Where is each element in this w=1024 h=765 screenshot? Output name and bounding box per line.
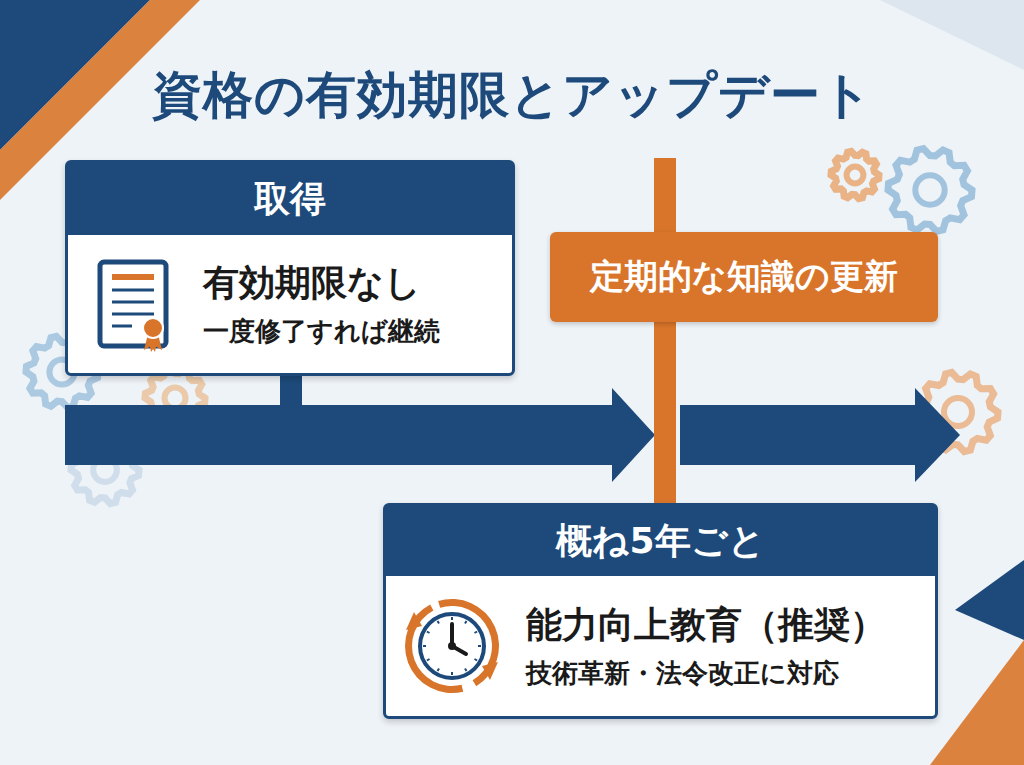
card-sub-text: 一度修了すれば継続 (203, 314, 500, 349)
corner-shape (930, 640, 1024, 765)
info-card: 取得有効期限なし一度修了すれば継続 (65, 160, 515, 376)
card-header: 概ね5年ごと (386, 506, 935, 576)
card-heading: 取得 (254, 175, 326, 224)
corner-shape (880, 0, 1024, 70)
gear-icon (888, 149, 972, 232)
gear-hub (847, 167, 864, 184)
gear-hub (944, 398, 972, 426)
timeline-arrow (680, 388, 960, 482)
update-box: 定期的な知識の更新 (550, 232, 938, 322)
box-label: 定期的な知識の更新 (590, 254, 898, 300)
title: 資格の有効期限とアップデート (0, 62, 1024, 129)
update-line (654, 158, 676, 238)
card-heading: 概ね5年ごと (556, 517, 764, 566)
gear-outline (888, 149, 972, 232)
timeline-arrow (65, 388, 655, 482)
card-main-text: 能力向上教育（推奨） (526, 601, 923, 650)
gear-hub (915, 175, 944, 204)
card-body: 有効期限なし一度修了すれば継続 (68, 235, 512, 373)
update-line (654, 322, 676, 503)
card-main-text: 有効期限なし (203, 259, 500, 308)
corner-shape (955, 560, 1024, 640)
card-header: 取得 (68, 163, 512, 235)
clock-icon (402, 596, 502, 696)
certificate-icon (88, 254, 188, 354)
gear-outline (831, 151, 879, 198)
info-card: 概ね5年ごと能力向上教育（推奨） 技術革新・法令改正に対応 (383, 503, 938, 719)
card-sub-text: 技術革新・法令改正に対応 (526, 656, 923, 691)
card-body: 能力向上教育（推奨） 技術革新・法令改正に対応 (386, 576, 935, 716)
gear-icon (831, 151, 879, 198)
